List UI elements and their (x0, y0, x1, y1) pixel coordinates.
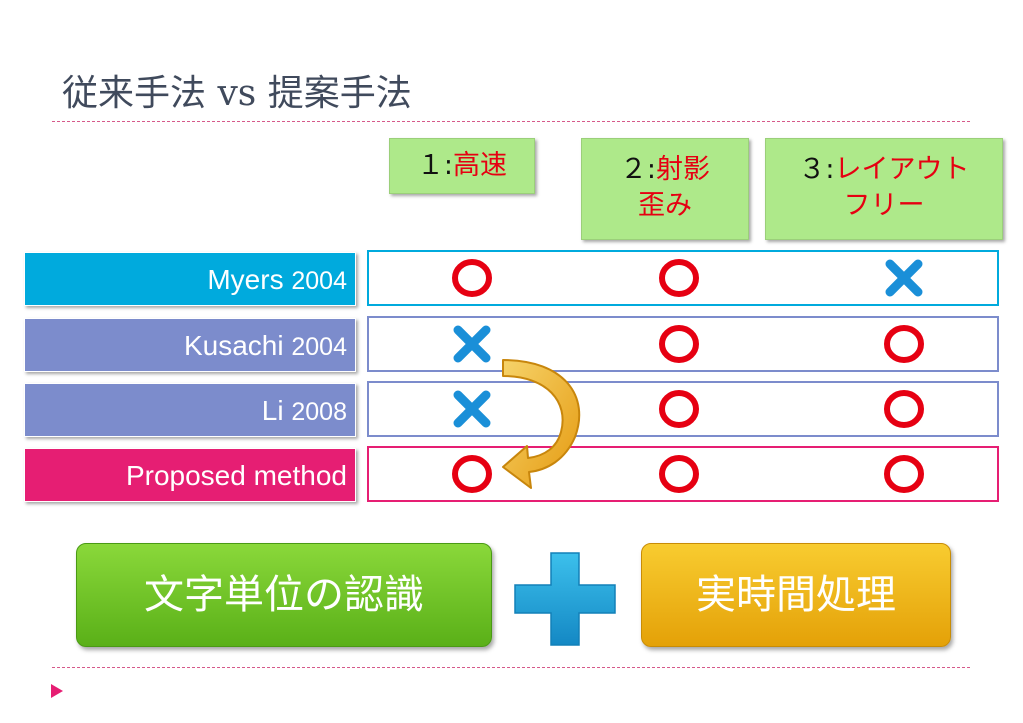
criterion-2-label: 射影 (656, 154, 711, 185)
circle-icon (659, 325, 699, 363)
row-year: 2004 (291, 333, 347, 361)
plus-icon (514, 552, 616, 646)
row-label-myers: Myers 2004 (24, 252, 356, 306)
triangle-bullet-icon (51, 684, 63, 698)
row-name: Proposed method (125, 460, 347, 491)
circle-icon (884, 455, 924, 493)
row-label-li: Li 2008 (24, 383, 356, 437)
circle-icon (884, 325, 924, 363)
footer-divider (52, 667, 970, 668)
title-divider (52, 121, 970, 122)
row-year: 2008 (291, 398, 347, 426)
criterion-3-label-line2: フリー (843, 190, 925, 221)
criterion-2: ２:射影 歪み (581, 138, 749, 240)
criterion-1-label: 高速 (453, 150, 508, 181)
row-name: Myers (207, 264, 284, 295)
curved-arrow-icon (502, 359, 581, 489)
criterion-1-number: １: (416, 150, 454, 181)
criterion-2-number: ２: (619, 154, 657, 185)
circle-icon (659, 259, 699, 297)
row-label-kusachi: Kusachi 2004 (24, 318, 356, 372)
character-recognition-box: 文字単位の認識 (76, 543, 492, 647)
row-name: Kusachi (183, 330, 284, 361)
cross-icon (453, 390, 491, 428)
circle-icon (452, 259, 492, 297)
criterion-2-label-line2: 歪み (638, 190, 692, 221)
row-name: Li (261, 395, 284, 426)
criterion-3-number: ３: (798, 154, 835, 185)
row-label-proposed: Proposed method (24, 448, 356, 502)
criterion-3: ３:レイアウト フリー (765, 138, 1003, 240)
cross-icon (453, 325, 491, 363)
criterion-3-label: レイアウト (834, 154, 970, 185)
circle-icon (659, 390, 699, 428)
row-year: 2004 (291, 267, 347, 295)
circle-icon (884, 390, 924, 428)
slide-title: 従来手法 vs 提案手法 (62, 73, 412, 114)
realtime-processing-box: 実時間処理 (641, 543, 951, 647)
cross-icon (885, 259, 923, 297)
circle-icon (452, 455, 492, 493)
circle-icon (659, 455, 699, 493)
criterion-1: １:高速 (389, 138, 535, 194)
